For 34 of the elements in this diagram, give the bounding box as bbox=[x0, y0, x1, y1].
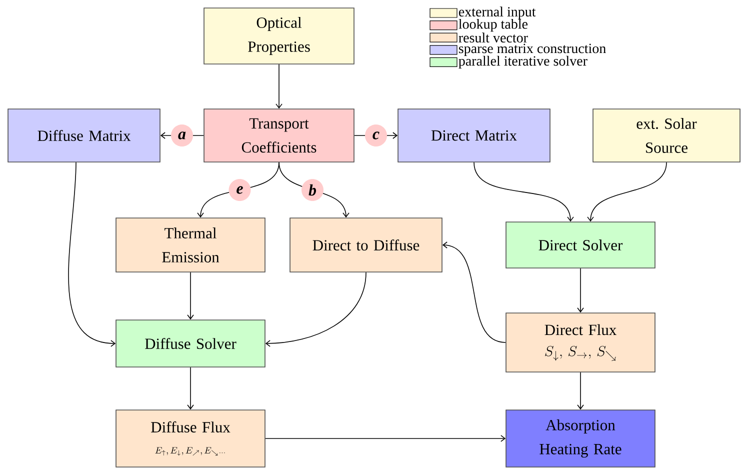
legend-label: parallel iterative solver bbox=[458, 56, 588, 69]
process-box: Direct Matrix bbox=[398, 108, 550, 162]
arrow bbox=[187, 367, 194, 410]
edge-label: e bbox=[228, 179, 251, 201]
arrow bbox=[442, 242, 506, 343]
edge-label: a bbox=[171, 124, 193, 146]
arrow bbox=[276, 64, 282, 109]
solver-box: Direct Solver bbox=[506, 222, 656, 268]
arrow bbox=[265, 272, 366, 347]
edge-label: b bbox=[302, 179, 324, 201]
legend-label: result vector bbox=[458, 32, 528, 43]
arrow bbox=[187, 272, 194, 320]
arrow bbox=[474, 162, 574, 222]
process-box: Transport Coefficients bbox=[204, 108, 354, 162]
arrow bbox=[577, 268, 584, 313]
process-box: Direct to Diffuse bbox=[290, 218, 442, 272]
solver-box: Diffuse Solver bbox=[116, 320, 266, 368]
process-box: ext. Solar Source bbox=[592, 108, 740, 162]
arrow bbox=[68, 162, 116, 347]
arrow bbox=[587, 162, 667, 222]
process-box: Diffuse Flux $E_\uparrow, E_\downarrow, E_\nearrow, E_\searrow{}_{\cdots}$ bbox=[116, 410, 266, 468]
process-box: Thermal Emission bbox=[116, 218, 266, 272]
process-box: Direct Flux $S_\downarrow,\, S_\rightarrow,\, S_\searrow$ bbox=[506, 312, 656, 372]
legend-label: lookup table bbox=[458, 18, 528, 32]
process-box: Optical Properties bbox=[204, 8, 354, 64]
legend-label: external input bbox=[458, 6, 536, 20]
arrow bbox=[278, 162, 350, 218]
arrow bbox=[265, 435, 506, 442]
process-box: Diffuse Matrix bbox=[8, 108, 160, 162]
edge-label: c bbox=[365, 124, 387, 146]
arrow bbox=[197, 162, 280, 218]
process-box: Absorption Heating Rate bbox=[506, 410, 656, 468]
arrow bbox=[577, 372, 584, 410]
legend-label: sparse matrix construction bbox=[458, 44, 606, 56]
